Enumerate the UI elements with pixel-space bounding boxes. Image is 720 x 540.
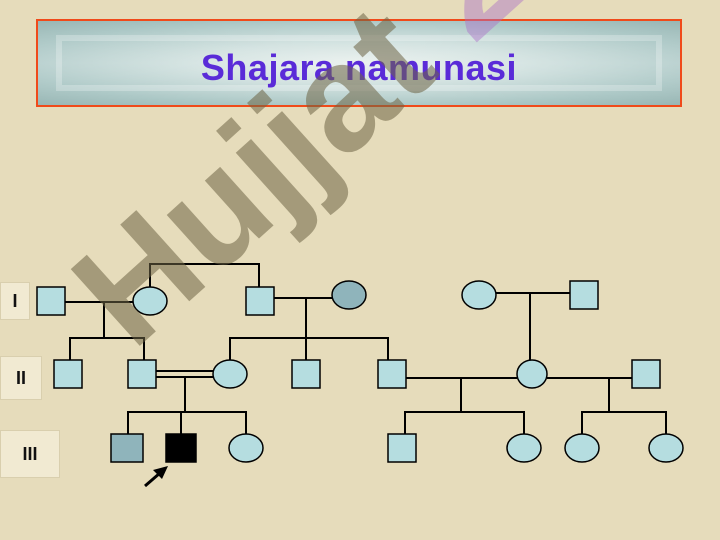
female-node [461, 280, 497, 310]
pedigree-lines [64, 263, 667, 434]
female-node [506, 433, 542, 463]
page-title: Shajara namunasi [200, 47, 518, 88]
female-node-shaded [331, 280, 367, 310]
affected-male-node [165, 433, 197, 463]
female-node [564, 433, 600, 463]
pedigree-nodes [36, 280, 684, 463]
grandparents-link [149, 263, 260, 287]
title-box: Shajara namunasi [36, 19, 682, 107]
male-node-shaded [110, 433, 144, 463]
generation-label-3: III [0, 430, 60, 478]
proband-arrow-icon [144, 466, 168, 488]
male-node [53, 359, 83, 389]
female-node [648, 433, 684, 463]
title-frame [56, 35, 662, 91]
male-node [291, 359, 321, 389]
male-node [569, 280, 599, 310]
male-node [387, 433, 417, 463]
generation-label-1: I [0, 282, 30, 320]
male-node [127, 359, 157, 389]
generation-label-2: II [0, 356, 42, 400]
female-node [228, 433, 264, 463]
male-node [631, 359, 661, 389]
female-node [212, 359, 248, 389]
male-node [36, 286, 66, 316]
male-node [377, 359, 407, 389]
female-node [132, 286, 168, 316]
female-node [516, 359, 548, 389]
male-node [245, 286, 275, 316]
